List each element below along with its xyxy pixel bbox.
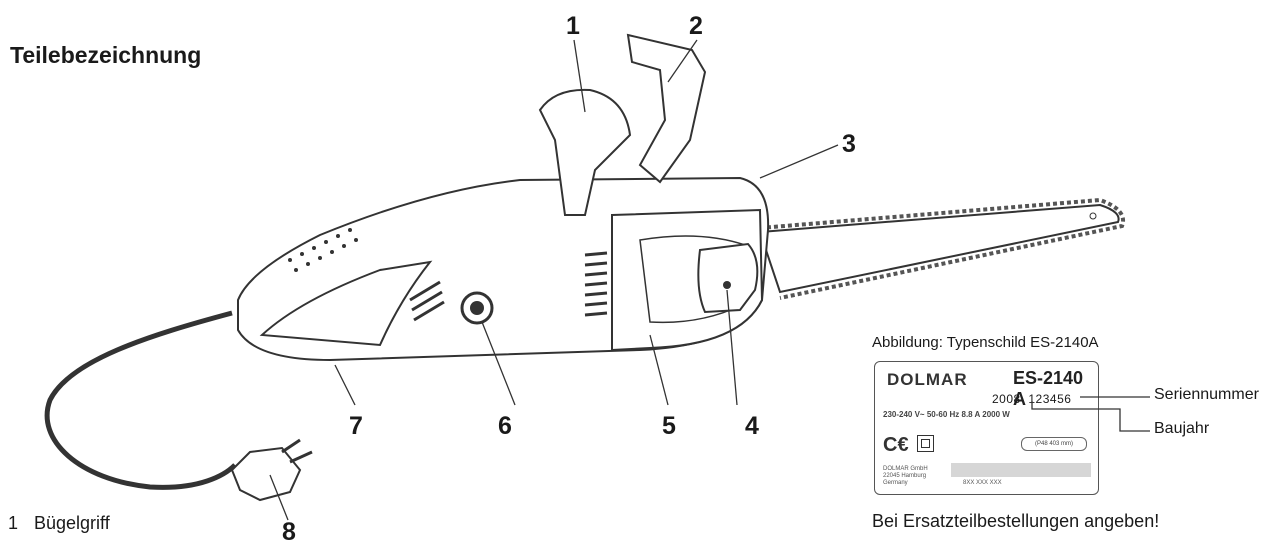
nameplate-mini-label: (P48 403 mm) (1021, 437, 1087, 451)
nameplate-code: 8XX XXX XXX (963, 480, 1002, 486)
part-number-2: 2 (689, 12, 703, 40)
part-number-5: 5 (662, 412, 676, 440)
nameplate-model: ES-2140 A (1013, 368, 1084, 409)
nameplate-caption: Abbildung: Typenschild ES-2140A (872, 334, 1099, 351)
nameplate-serial-line: 2008 123456 (992, 392, 1071, 406)
nameplate-specs: 230-240 V~ 50-60 Hz 8.8 A 2000 W (883, 410, 1010, 419)
serial-number-callout: Seriennummer (1154, 386, 1259, 403)
ce-mark-icon: C€ (883, 434, 909, 456)
oil-tank-cap (460, 291, 494, 325)
power-cord (44, 310, 237, 490)
leader-lines (269, 39, 839, 521)
footer-note: Bei Ersatzteilbestellungen angeben! (872, 511, 1160, 531)
year-callout: Baujahr (1154, 420, 1210, 437)
legend-index: 1 (8, 513, 19, 533)
part-number-8: 8 (282, 518, 296, 546)
nameplate-address: DOLMAR GmbH 22045 Hamburg Germany (883, 466, 928, 486)
legend-label: Bügelgriff (34, 513, 110, 533)
nameplate-barcode-area (951, 463, 1091, 477)
power-plug (230, 438, 313, 502)
nameplate-serial: 123456 (1028, 392, 1072, 406)
parts-legend-item: 1 Bügelgriff (8, 513, 110, 534)
part-number-1: 1 (566, 12, 580, 40)
nameplate-year: 2008 (992, 392, 1021, 406)
guide-bar (758, 197, 1125, 300)
part-number-7: 7 (349, 412, 363, 440)
chain-tensioner (697, 242, 759, 314)
part-number-4: 4 (745, 412, 759, 440)
protection-class-icon (917, 435, 934, 452)
part-number-6: 6 (498, 412, 512, 440)
nameplate-brand: DOLMAR (887, 370, 968, 389)
hand-guard (626, 33, 707, 184)
front-handle (538, 88, 632, 216)
nameplate: DOLMAR ES-2140 A 2008 123456 230-240 V~ … (874, 361, 1099, 495)
page-title: Teilebezeichnung (10, 42, 202, 68)
chainsaw-illustration (44, 33, 1125, 521)
part-number-3: 3 (842, 130, 856, 158)
